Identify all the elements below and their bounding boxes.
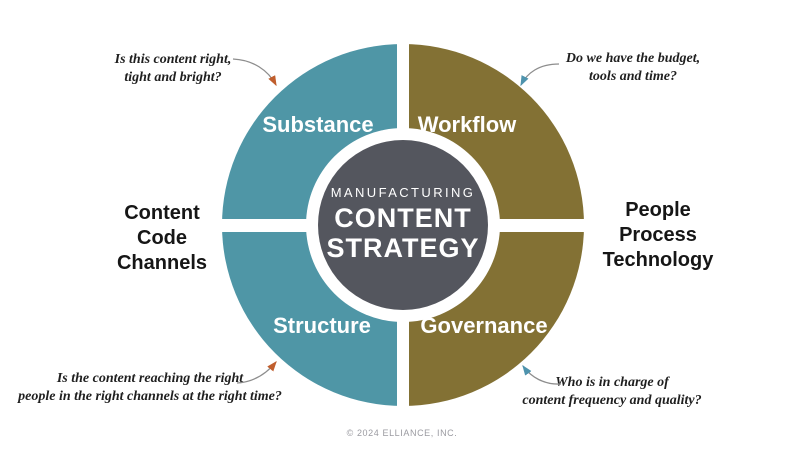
annotation-top-right-line1: Do we have the budget, — [565, 51, 700, 66]
copyright-notice: © 2024 ELLIANCE, INC. — [347, 428, 458, 438]
side-label-left-line3: Channels — [117, 252, 207, 274]
quadrant-label-governance: Governance — [420, 313, 547, 338]
annotation-bottom-left-line2: people in the right channels at the righ… — [17, 389, 282, 404]
center-kicker: MANUFACTURING — [331, 185, 476, 200]
annotation-top-left: Is this content right, tight and bright? — [114, 52, 277, 87]
side-label-left: Content Code Channels — [117, 202, 207, 274]
side-label-right: People Process Technology — [603, 199, 715, 271]
annotation-bottom-left-line1: Is the content reaching the right — [56, 371, 244, 386]
arrow-bottom-left — [236, 360, 277, 384]
center-circle — [318, 140, 488, 310]
annotation-bottom-right-line1: Who is in charge of — [555, 375, 670, 390]
quadrant-label-structure: Structure — [273, 313, 371, 338]
annotation-top-left-line1: Is this content right, — [114, 52, 232, 67]
side-label-right-line3: Technology — [603, 249, 715, 271]
side-label-left-line1: Content — [124, 202, 200, 224]
arrow-top-right — [520, 63, 560, 87]
arrow-top-left — [232, 58, 277, 87]
center-title-line1: CONTENT — [334, 203, 472, 233]
side-label-left-line2: Code — [137, 227, 187, 249]
annotation-top-left-line2: tight and bright? — [124, 70, 221, 85]
arrow-bottom-right — [522, 364, 562, 385]
side-label-right-line2: Process — [619, 224, 697, 246]
annotation-bottom-left: Is the content reaching the right people… — [17, 360, 282, 404]
annotation-bottom-right: Who is in charge of content frequency an… — [522, 364, 702, 408]
annotation-bottom-right-line2: content frequency and quality? — [522, 393, 701, 408]
annotation-top-right: Do we have the budget, tools and time? — [520, 51, 700, 87]
center-title-line2: STRATEGY — [326, 233, 479, 263]
quadrant-label-substance: Substance — [262, 112, 373, 137]
quadrant-label-workflow: Workflow — [418, 112, 517, 137]
annotation-top-right-line2: tools and time? — [589, 69, 677, 84]
side-label-right-line1: People — [625, 199, 691, 221]
